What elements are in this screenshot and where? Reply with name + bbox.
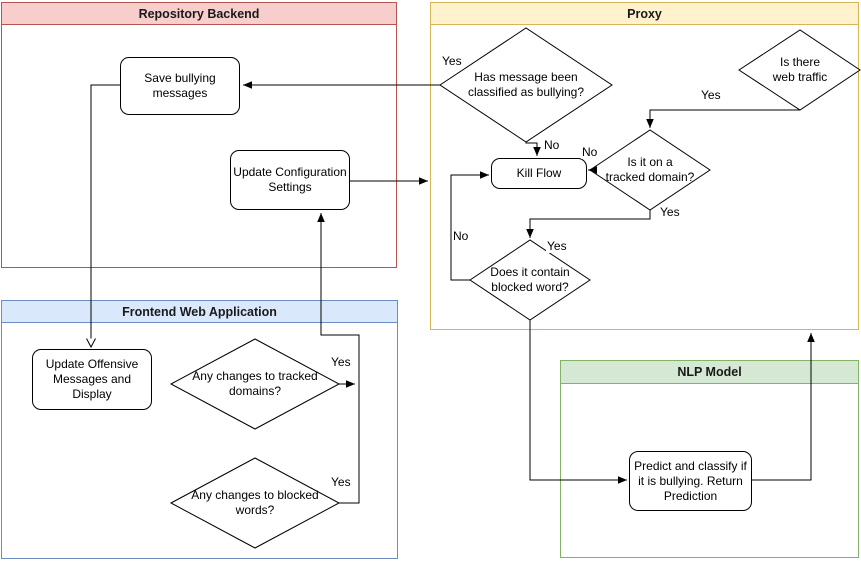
container-title: Proxy bbox=[627, 6, 662, 21]
edge-label-blocked-no: No bbox=[452, 229, 470, 243]
process-update-configuration-settings: Update Configuration Settings bbox=[230, 150, 350, 210]
container-title: Repository Backend bbox=[138, 6, 260, 21]
container-repository-backend: Repository Backend bbox=[1, 2, 397, 268]
container-title: Frontend Web Application bbox=[122, 304, 277, 319]
edge-label-bullying-no: No bbox=[543, 138, 561, 152]
edge-label-frontend-blocked-yes: Yes bbox=[330, 475, 352, 489]
container-header-nlp: NLP Model bbox=[561, 361, 858, 384]
edge-label-blocked-entry-yes: Yes bbox=[546, 239, 568, 253]
process-label: Predict and classify if it is bullying. … bbox=[634, 458, 747, 503]
decision-changes-tracked-label: Any changes to tracked domains? bbox=[192, 369, 318, 398]
decision-web-traffic-label: Is there web traffic bbox=[772, 55, 828, 84]
process-label: Update Offensive Messages and Display bbox=[45, 357, 139, 401]
container-frontend-web-application: Frontend Web Application bbox=[1, 300, 398, 559]
decision-blocked-word-label: Does it contain blocked word? bbox=[490, 265, 570, 294]
edge-label-webtraffic-yes: Yes bbox=[700, 88, 722, 102]
edge-label-tracked-yes: Yes bbox=[659, 205, 681, 219]
container-header-proxy: Proxy bbox=[431, 3, 858, 25]
decision-changes-blocked-label: Any changes to blocked words? bbox=[191, 488, 319, 517]
process-label: Save bullying messages bbox=[144, 71, 216, 100]
edge-label-tracked-no: No bbox=[581, 145, 599, 159]
process-label: Kill Flow bbox=[516, 166, 562, 180]
process-label: Update Configuration Settings bbox=[233, 165, 347, 194]
process-update-offensive-messages: Update Offensive Messages and Display bbox=[32, 349, 152, 410]
container-header-repository: Repository Backend bbox=[2, 3, 396, 25]
process-predict-classify: Predict and classify if it is bullying. … bbox=[629, 451, 752, 511]
container-proxy: Proxy bbox=[430, 2, 859, 330]
decision-tracked-domain-label: Is it on a tracked domain? bbox=[605, 155, 695, 184]
process-kill-flow: Kill Flow bbox=[491, 158, 587, 189]
edge-label-bullying-yes: Yes bbox=[441, 54, 463, 68]
edge-label-frontend-tracked-yes: Yes bbox=[330, 355, 352, 369]
process-save-bullying-messages: Save bullying messages bbox=[120, 57, 240, 115]
container-title: NLP Model bbox=[677, 365, 742, 379]
decision-has-message-bullying-label: Has message been classified as bullying? bbox=[467, 70, 585, 99]
container-header-frontend: Frontend Web Application bbox=[2, 301, 397, 323]
